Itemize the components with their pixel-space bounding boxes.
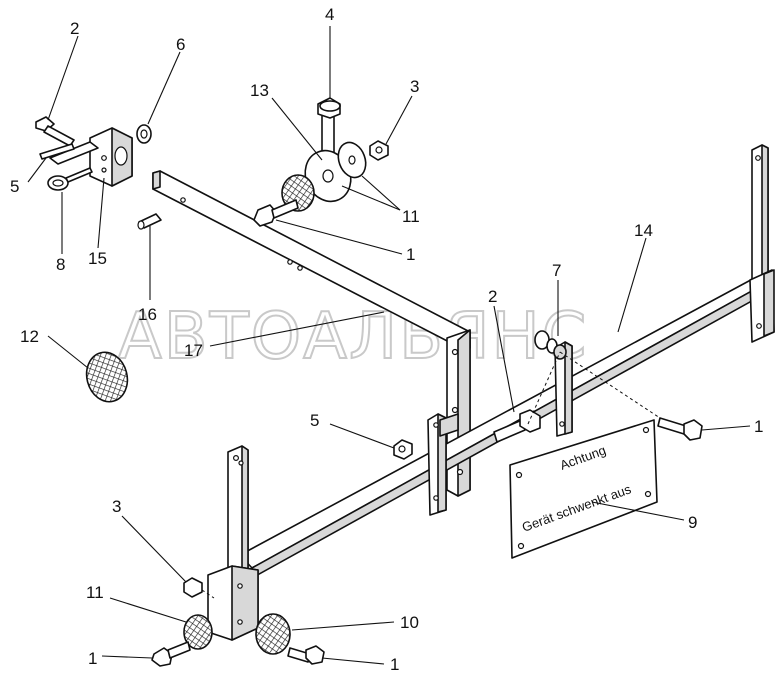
part-15-bracket	[49, 127, 133, 187]
watermark-text: АВТОАЛЬЯНС	[118, 300, 588, 374]
part-1-bolt-bottom-left	[151, 641, 191, 667]
part-10-reflector	[255, 613, 291, 655]
part-1-bolt-right	[657, 417, 703, 441]
callout-6: 6	[176, 35, 185, 54]
callout-7: 7	[552, 261, 561, 280]
callout-5-mid: 5	[310, 411, 319, 430]
part-3-nut-top	[369, 140, 389, 161]
part-1-bolt-mid	[253, 199, 299, 227]
callout-3-bot: 3	[112, 497, 121, 516]
callout-1-botright: 1	[390, 655, 399, 674]
callout-9: 9	[688, 513, 697, 532]
callout-3-top: 3	[410, 77, 419, 96]
callout-1-mid: 1	[406, 245, 415, 264]
callout-2-mid: 2	[488, 287, 497, 306]
callout-2-top: 2	[70, 19, 79, 38]
callout-11-bot: 11	[86, 583, 104, 602]
callout-1-right: 1	[754, 417, 763, 436]
part-5-nut-mid	[393, 439, 413, 460]
part-11-reflector-bottom	[183, 614, 213, 650]
part-1-bolt-bottom-right	[287, 645, 325, 665]
part-2-bolt-mid	[493, 409, 541, 443]
callout-17: 17	[184, 341, 203, 360]
callout-10: 10	[400, 613, 419, 632]
callout-4: 4	[325, 5, 334, 24]
leader-lines	[27, 26, 751, 665]
part-2-bolt-top	[35, 116, 75, 147]
callout-12: 12	[20, 327, 39, 346]
part-12-reflector	[85, 351, 129, 403]
part-14-main-frame	[207, 144, 775, 641]
callout-1-botleft: 1	[88, 649, 97, 668]
part-13-lamp-holder	[304, 97, 352, 203]
callout-14: 14	[634, 221, 653, 240]
callout-15: 15	[88, 249, 107, 268]
part-7-spacer	[534, 330, 567, 360]
part-5-pin-top	[39, 143, 75, 160]
part-3-nut-bottom	[183, 577, 203, 598]
part-9-warning-plate: Achtung Gerät schwenkt aus	[509, 419, 658, 559]
callout-8: 8	[56, 255, 65, 274]
callout-16: 16	[138, 305, 157, 324]
callout-11-top: 11	[402, 207, 420, 226]
callout-5-top: 5	[10, 177, 19, 196]
callout-13: 13	[250, 81, 269, 100]
